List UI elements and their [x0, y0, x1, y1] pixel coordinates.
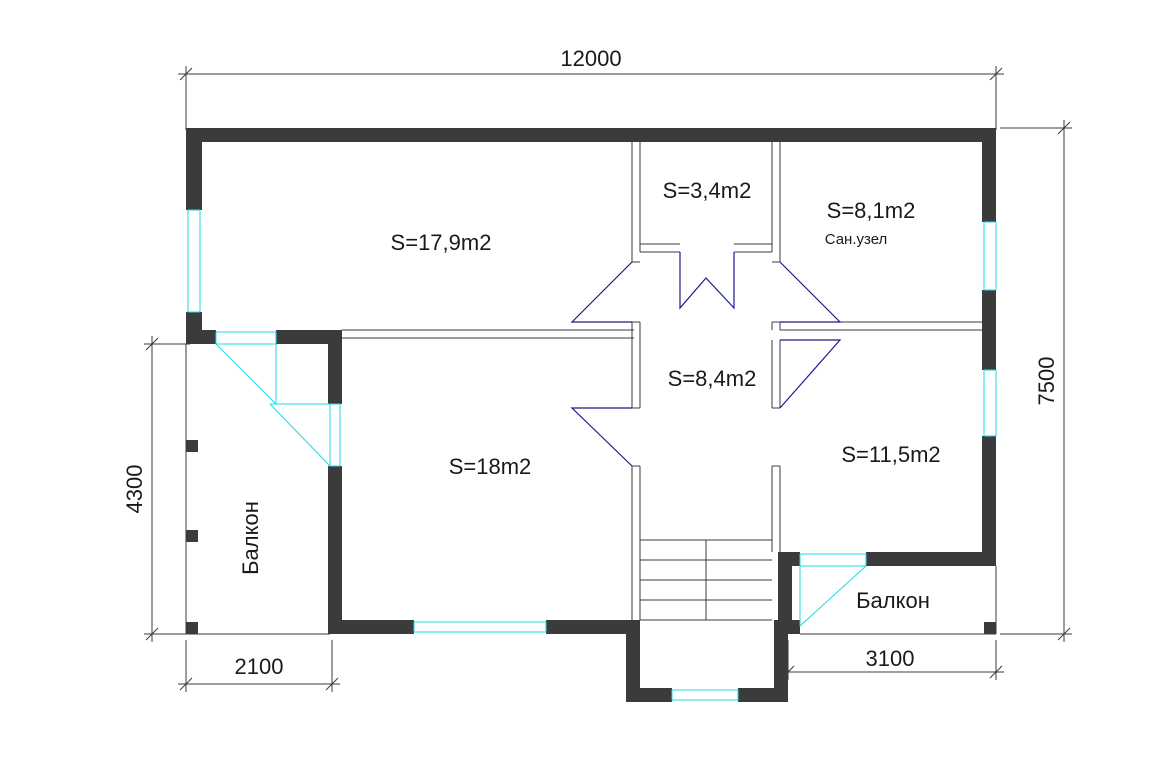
dimension-bottom-left-label: 2100 [235, 654, 284, 679]
balcony-right-label: Балкон [856, 588, 930, 613]
dimension-right-label: 7500 [1034, 357, 1059, 406]
room-area-label: S=3,4m2 [663, 178, 752, 203]
room-area-label: S=8,1m2 [827, 198, 916, 223]
dimension-bottom-right-label: 3100 [866, 646, 915, 671]
dimension-top-label: 12000 [560, 46, 621, 71]
dimension-left-label: 4300 [122, 465, 147, 514]
arched-openings [570, 252, 842, 467]
doors [215, 331, 867, 627]
windows [187, 209, 997, 701]
dimension-lines [144, 66, 1072, 692]
room-area-label: S=17,9m2 [391, 230, 492, 255]
balcony-left-label: Балкон [238, 501, 263, 575]
room-area-label: S=18m2 [449, 454, 532, 479]
room-name-label: Сан.узел [825, 231, 888, 248]
exterior-walls [186, 128, 996, 702]
room-area-label: S=11,5m2 [841, 442, 940, 467]
interior-partitions [185, 142, 997, 635]
room-area-label: S=8,4m2 [668, 366, 757, 391]
